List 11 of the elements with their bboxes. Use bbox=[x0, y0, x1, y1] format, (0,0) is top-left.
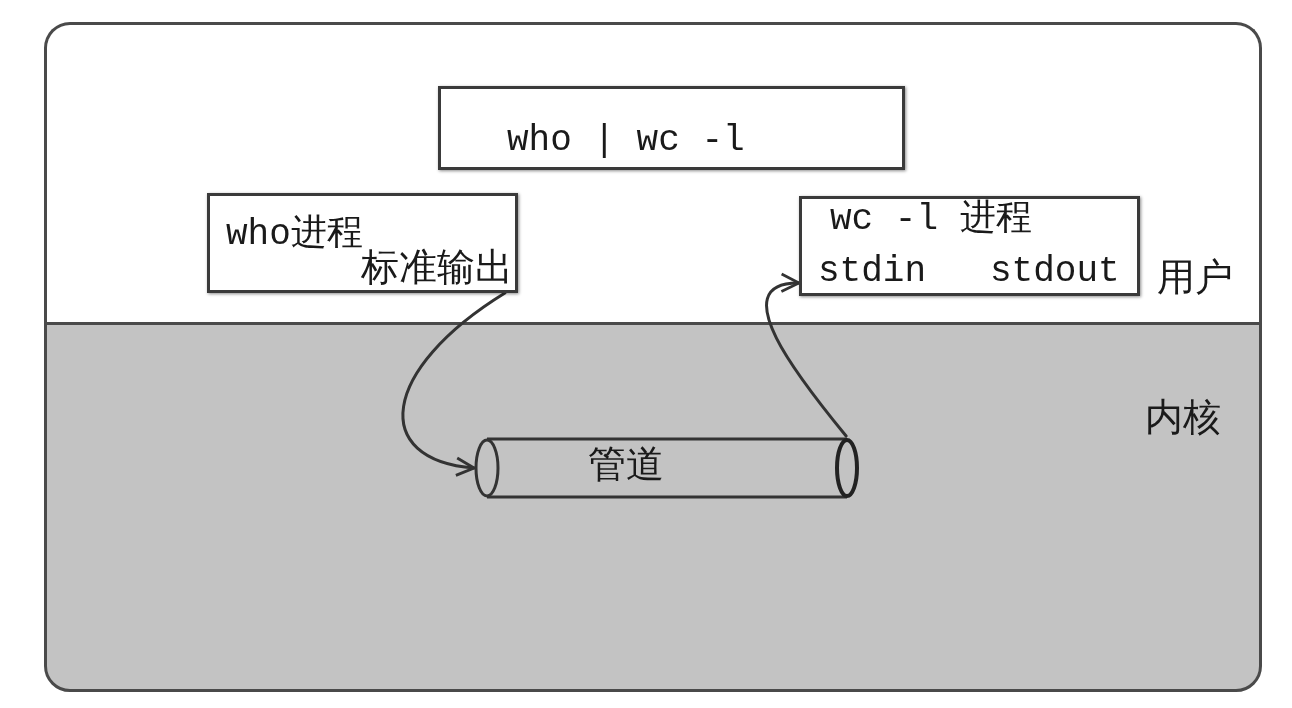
process-box bbox=[207, 193, 518, 293]
curved-arrow bbox=[765, 274, 848, 438]
kernel-space-band bbox=[44, 322, 1262, 692]
stream-label: stdin bbox=[818, 254, 927, 290]
command-text: who | wc -l bbox=[507, 123, 745, 159]
pipe-label: 管道 bbox=[588, 448, 664, 486]
curved-arrow bbox=[401, 291, 507, 476]
command-box bbox=[438, 86, 905, 170]
user-space-band bbox=[44, 22, 1262, 322]
stream-label: stdout bbox=[990, 254, 1120, 290]
process-box bbox=[799, 196, 1140, 296]
